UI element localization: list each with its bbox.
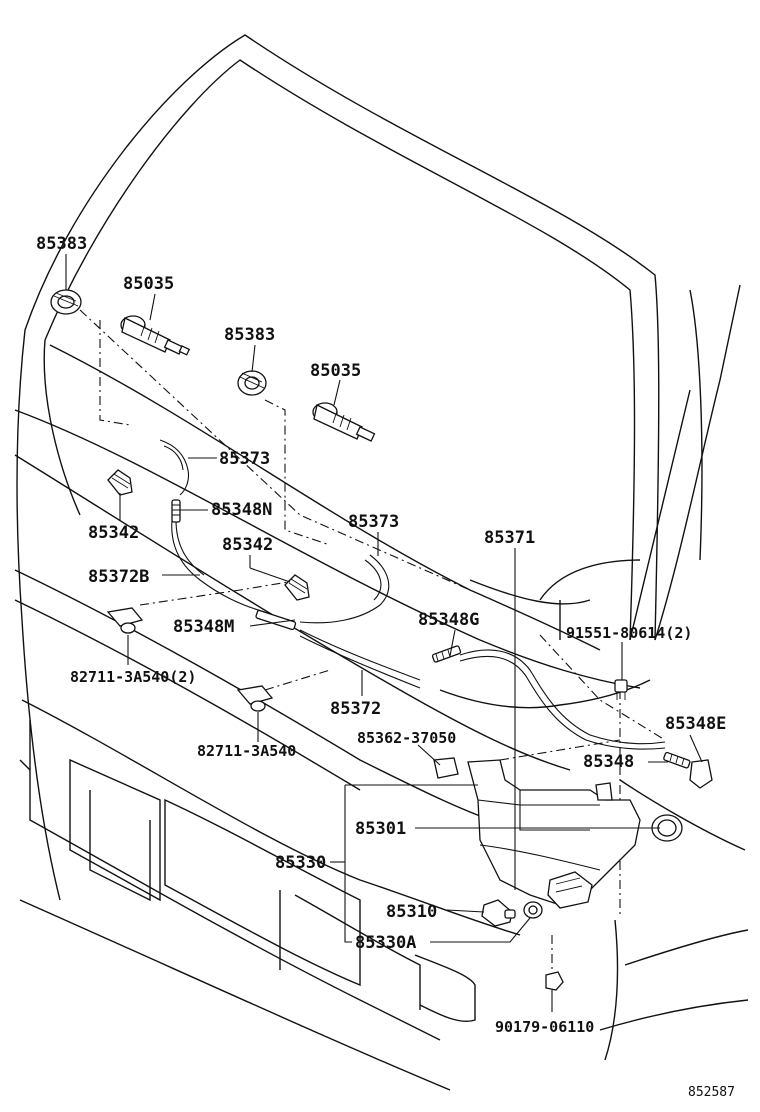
label-85310: 85310 xyxy=(386,902,437,922)
bolt-91551-icon xyxy=(614,679,628,700)
label-85383-center: 85383 xyxy=(224,325,275,345)
label-85373-left: 85373 xyxy=(219,449,270,469)
washer-tank-85301-icon xyxy=(467,759,641,909)
clip-82711-left-icon xyxy=(106,607,144,634)
connector-85348E-icon xyxy=(689,759,713,789)
washer-hose-85372B-icon xyxy=(171,519,266,613)
parts xyxy=(50,289,713,991)
washer-nozzle-85035-center-icon xyxy=(312,402,376,442)
label-85348M: 85348M xyxy=(173,617,234,637)
clip-82711-center-icon xyxy=(236,685,274,712)
grommet-85383-center-icon xyxy=(237,370,267,396)
label-85348E: 85348E xyxy=(665,714,726,734)
connector-85348M-icon xyxy=(255,609,297,631)
clip-85342-center-icon xyxy=(284,574,310,601)
washer-pump-85310-icon xyxy=(481,899,516,927)
label-85035-left: 85035 xyxy=(123,274,174,294)
label-82711-3A540: 82711-3A540 xyxy=(197,742,296,760)
washer-hose-85371-icon xyxy=(459,649,666,750)
label-85348G: 85348G xyxy=(418,610,479,630)
washer-hose-85373-left-icon xyxy=(159,439,190,496)
label-91551-80614: 91551-80614(2) xyxy=(566,624,692,642)
label-85342-left: 85342 xyxy=(88,523,139,543)
label-85362-37050: 85362-37050 xyxy=(357,729,456,747)
connector-85348N-icon xyxy=(171,499,181,523)
washer-hose-85373-center-icon xyxy=(299,554,390,624)
label-85301: 85301 xyxy=(355,819,406,839)
connector-85348-icon xyxy=(663,751,691,769)
label-85372: 85372 xyxy=(330,699,381,719)
connector-85348G-icon xyxy=(431,645,462,663)
label-82711-3A540-2: 82711-3A540(2) xyxy=(70,668,196,686)
label-90179-06110: 90179-06110 xyxy=(495,1018,594,1036)
part-labels: 85383 85035 85383 85035 85373 85348N 853… xyxy=(36,234,735,1100)
figure-number: 852587 xyxy=(688,1085,735,1100)
tank-cap-icon xyxy=(651,814,683,842)
vehicle-body-outline xyxy=(14,34,749,1091)
label-85373-center: 85373 xyxy=(348,512,399,532)
label-plate-85362-icon xyxy=(433,757,459,779)
leader-lines xyxy=(65,254,703,1012)
label-85330: 85330 xyxy=(275,853,326,873)
clip-85342-left-icon xyxy=(107,469,133,496)
label-85035-center: 85035 xyxy=(310,361,361,381)
grommet-85383-left-icon xyxy=(50,289,82,315)
label-85330A: 85330A xyxy=(355,933,416,953)
label-85348N: 85348N xyxy=(211,500,272,520)
label-85372B: 85372B xyxy=(88,567,149,587)
label-85342-center: 85342 xyxy=(222,535,273,555)
washer-nozzle-85035-left-icon xyxy=(120,315,191,356)
pump-grommet-85330A-icon xyxy=(523,901,543,919)
label-85383-left: 85383 xyxy=(36,234,87,254)
label-85371: 85371 xyxy=(484,528,535,548)
assembly-lines xyxy=(79,309,666,975)
label-85348: 85348 xyxy=(583,752,634,772)
washer-hose-85372-icon xyxy=(299,629,421,689)
nut-90179-icon xyxy=(545,971,564,991)
